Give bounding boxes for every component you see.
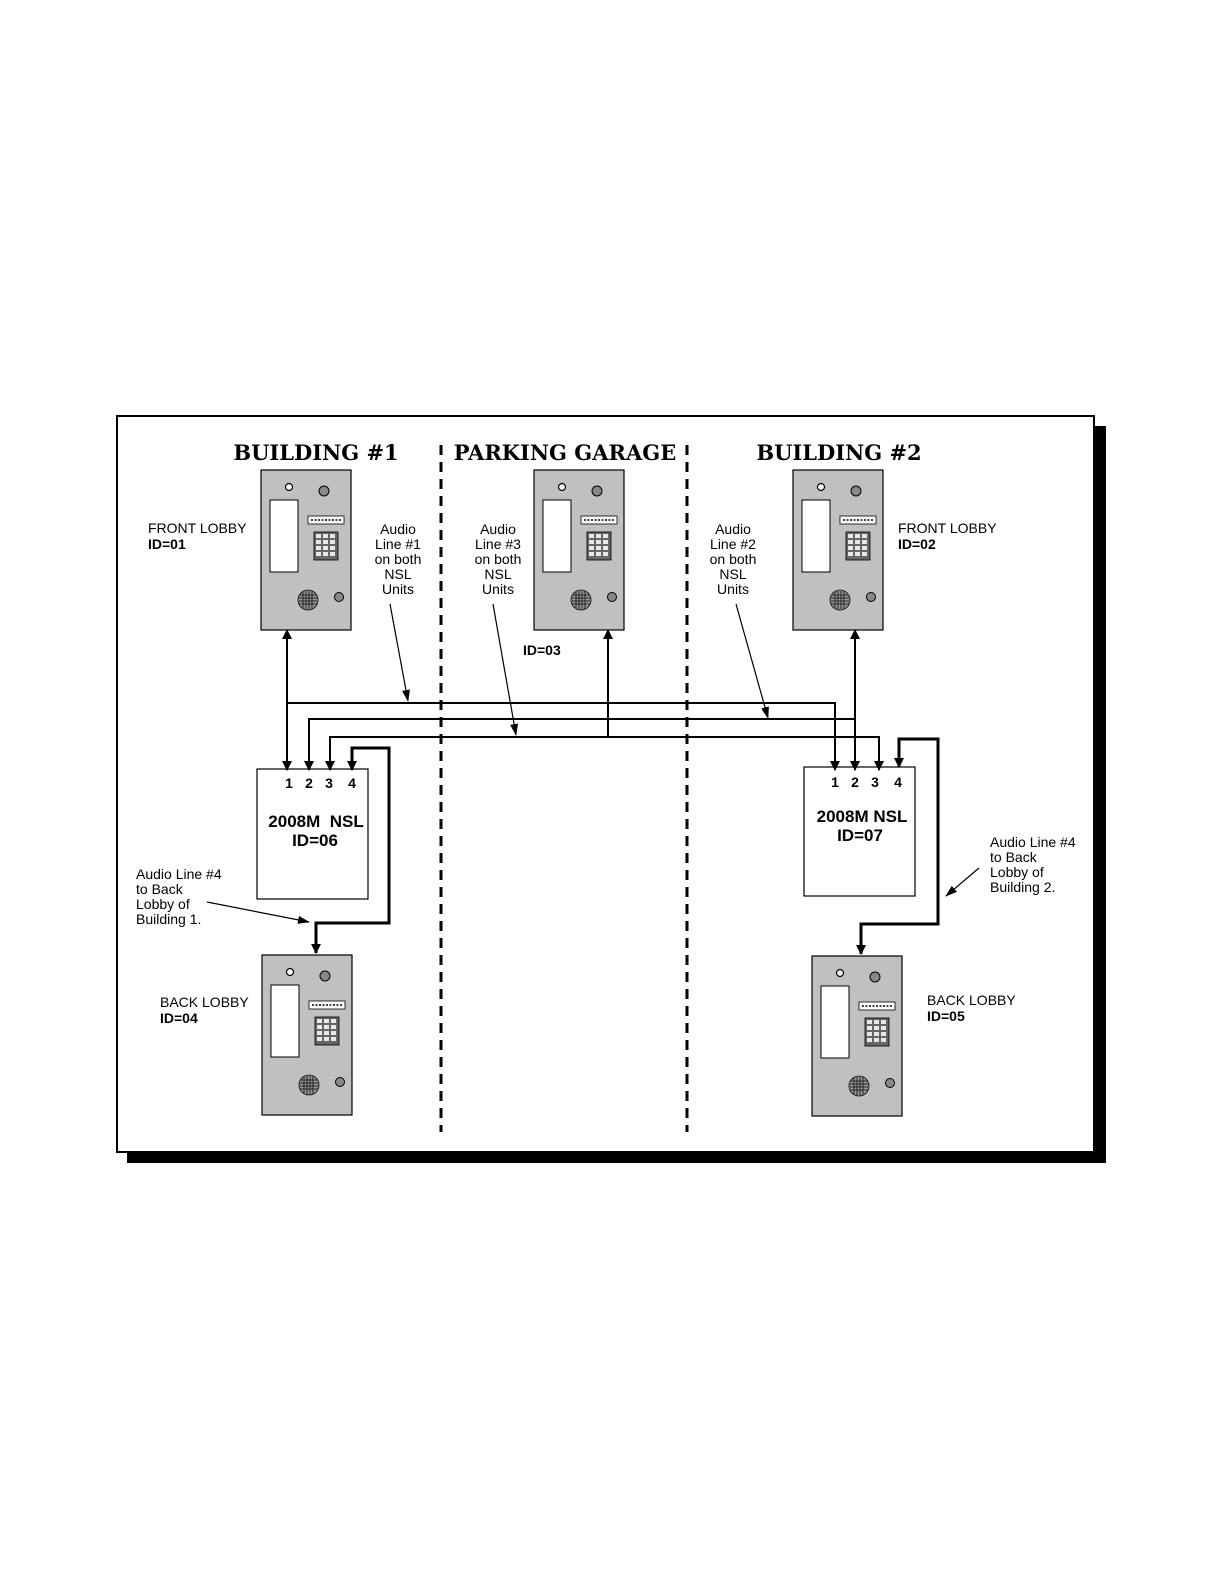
front-lobby-1-id: ID=01: [148, 536, 186, 552]
note-line: Audio: [480, 521, 516, 537]
nsl-left-port: 4: [348, 775, 356, 791]
note-line: NSL: [484, 566, 511, 582]
nsl-left-model: 2008M NSL: [268, 812, 363, 831]
nsl-right-model: 2008M NSL: [817, 807, 908, 826]
note-line: NSL: [384, 566, 411, 582]
note-line: Line #2: [710, 536, 756, 552]
section-title-garage: PARKING GARAGE: [454, 440, 676, 465]
section-title-building1: BUILDING #1: [233, 440, 398, 465]
note-audio-line-1: Audio Line #1 on both NSL Units: [375, 521, 422, 597]
back-lobby-1-name: BACK LOBBY: [160, 994, 249, 1010]
note-line: on both: [375, 551, 422, 567]
front-lobby-2-id: ID=02: [898, 536, 936, 552]
front-lobby-1-name: FRONT LOBBY: [148, 520, 247, 536]
nsl-right-port: 2: [851, 774, 859, 790]
note-audio-line-4-building1: Audio Line #4 to Back Lobby of Building …: [136, 866, 222, 927]
nsl-right-port: 1: [831, 774, 839, 790]
note-line: on both: [475, 551, 522, 567]
back-lobby-2-name: BACK LOBBY: [927, 992, 1016, 1008]
nsl-left-port: 3: [325, 775, 333, 791]
note-line: Units: [482, 581, 514, 597]
callbox-back-lobby-1: [261, 954, 353, 1116]
front-lobby-2-name: FRONT LOBBY: [898, 520, 997, 536]
callbox-back-lobby-2: [811, 955, 903, 1117]
nsl-right-port: 4: [894, 774, 902, 790]
nsl-right-ports: 1 2 3 4: [831, 774, 902, 790]
note-line: to Back: [990, 849, 1038, 865]
note-line: Lobby of: [136, 896, 190, 912]
nsl-right-id: ID=07: [837, 826, 883, 845]
section-title-building2: BUILDING #2: [756, 440, 921, 465]
note-line: Line #1: [375, 536, 421, 552]
garage-id: ID=03: [523, 642, 561, 658]
nsl-left-ports: 1 2 3 4: [285, 775, 356, 791]
note-audio-line-3: Audio Line #3 on both NSL Units: [475, 521, 522, 597]
note-line: Units: [382, 581, 414, 597]
back-lobby-wiring: [311, 737, 940, 955]
note-audio-line-4-building2: Audio Line #4 to Back Lobby of Building …: [990, 834, 1076, 895]
audio-wiring: [282, 629, 884, 771]
callbox-front-lobby-2: [792, 469, 884, 631]
callout-pointers: [206, 603, 980, 924]
callbox-parking-garage: [533, 469, 625, 631]
note-line: Audio Line #4: [136, 866, 222, 882]
nsl-left-port: 2: [305, 775, 313, 791]
callbox-front-lobby-1: [260, 469, 352, 631]
note-line: Line #3: [475, 536, 521, 552]
nsl-left-id: ID=06: [292, 831, 338, 850]
nsl-left-port: 1: [285, 775, 293, 791]
note-line: to Back: [136, 881, 184, 897]
note-line: Building 2.: [990, 879, 1055, 895]
note-line: Building 1.: [136, 911, 201, 927]
note-line: Audio: [715, 521, 751, 537]
note-line: Audio Line #4: [990, 834, 1076, 850]
note-audio-line-2: Audio Line #2 on both NSL Units: [710, 521, 757, 597]
note-line: Lobby of: [990, 864, 1044, 880]
back-lobby-2-id: ID=05: [927, 1008, 965, 1024]
note-line: NSL: [719, 566, 746, 582]
note-line: Audio: [380, 521, 416, 537]
note-line: on both: [710, 551, 757, 567]
nsl-right-port: 3: [871, 774, 879, 790]
note-line: Units: [717, 581, 749, 597]
back-lobby-1-id: ID=04: [160, 1010, 198, 1026]
